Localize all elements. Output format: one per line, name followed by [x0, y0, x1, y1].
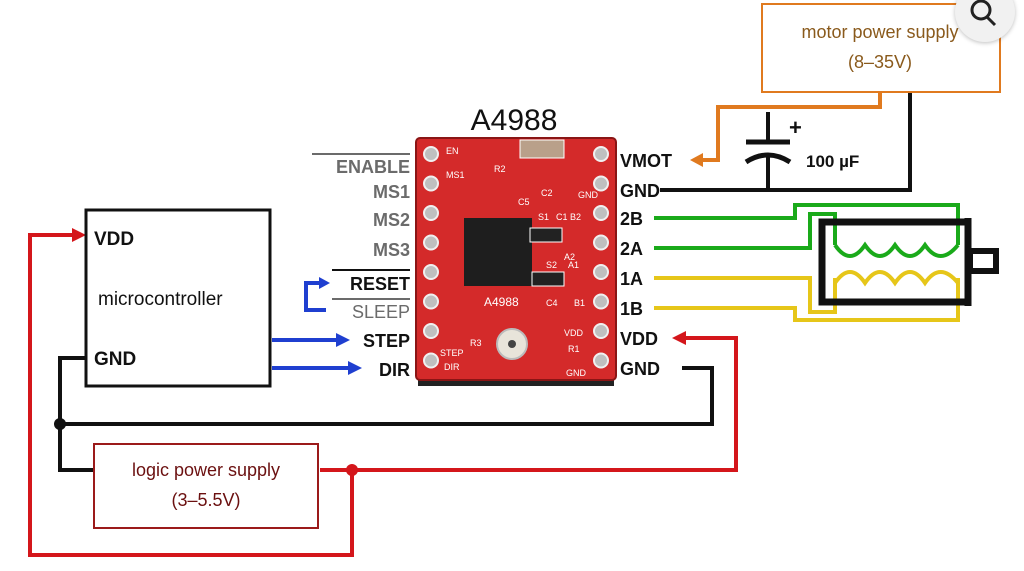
left-pin-header: [423, 146, 439, 369]
ground-junction: [54, 418, 66, 430]
ground-wire-main: [58, 356, 714, 426]
potentiometer-center: [508, 340, 516, 348]
vdd-arrow: [672, 331, 686, 345]
reset-sleep-jumper: [304, 281, 326, 312]
silk-r3: R3: [470, 338, 482, 348]
silk-c5: C5: [518, 197, 530, 207]
silk-r2: R2: [494, 164, 506, 174]
pin-enable-pad: [423, 146, 439, 162]
pin-gnd-logic-label: GND: [620, 359, 660, 379]
ground-wire-logic-supply: [58, 424, 94, 472]
silk-step: STEP: [440, 348, 464, 358]
silk-b2: B2: [570, 212, 581, 222]
motor-supply-range: (8–35V): [848, 52, 912, 72]
motor-body: [818, 218, 835, 306]
capacitor-plate-negative: [744, 152, 792, 165]
silk-s1: S1: [538, 212, 549, 222]
motor-supply-label: motor power supply: [801, 22, 958, 42]
silk-vdd: VDD: [564, 328, 584, 338]
pin-reset-label: RESET: [350, 274, 410, 294]
chip: [464, 218, 532, 286]
pin-ms2-label: MS2: [373, 210, 410, 230]
pin-gnd-pad: [593, 175, 609, 192]
coil-b-winding: [833, 241, 960, 258]
pin-vdd-pad: [593, 323, 609, 339]
pin-ms2-pad: [423, 205, 439, 221]
step-arrow: [336, 333, 350, 347]
mcu-vdd-arrow: [72, 228, 86, 242]
silk-en: EN: [446, 146, 459, 156]
logic-supply-box: [93, 443, 319, 529]
pin-ms3-pad: [423, 234, 439, 251]
pin-vdd-label: VDD: [620, 329, 658, 349]
pin-ms1-pad: [423, 175, 439, 192]
coil-b-wire-2b: [654, 203, 960, 245]
pin-2b-label: 2B: [620, 209, 643, 229]
pin-ms3-label: MS3: [373, 240, 410, 260]
reset-arrow: [319, 277, 330, 289]
dir-arrow: [348, 361, 362, 375]
sense-resistor-1: [529, 227, 563, 243]
mcu-label: microcontroller: [98, 289, 223, 310]
motor-power-wire: [698, 92, 882, 162]
right-pin-header: [593, 146, 609, 369]
pin-gnd-pad: [593, 352, 609, 369]
pin-1a-label: 1A: [620, 269, 643, 289]
pin-dir-label: DIR: [379, 360, 410, 380]
pin-dir-pad: [423, 352, 439, 369]
mcu-gnd-label: GND: [94, 349, 136, 370]
silk-c4: C4: [546, 298, 558, 308]
sense-resistor-2: [531, 271, 565, 287]
driver-title: A4988: [471, 104, 558, 137]
silk-dir: DIR: [444, 362, 460, 372]
silk-r1: R1: [568, 344, 580, 354]
logic-power-junction: [346, 464, 358, 476]
silk-gnd-bottom: GND: [566, 368, 587, 378]
silk-s2: S2: [546, 260, 557, 270]
pin-1b-label: 1B: [620, 299, 643, 319]
coil-a-winding: [833, 270, 960, 287]
chip-silkscreen: A4988: [484, 295, 519, 309]
capacitor-polarity: +: [789, 115, 802, 140]
microcontroller-box: [84, 208, 272, 388]
silk-a1: A1: [568, 260, 579, 270]
pin-gnd-motor-label: GND: [620, 181, 660, 201]
pin-2a-label: 2A: [620, 239, 643, 259]
capacitor-smd: [519, 139, 565, 159]
pin-step-label: STEP: [363, 331, 410, 351]
silk-gnd-top: GND: [578, 190, 599, 200]
pin-ms1-label: MS1: [373, 182, 410, 202]
pin-1a-pad: [593, 264, 609, 280]
silk-ms1: MS1: [446, 170, 465, 180]
pin-vmot-pad: [593, 146, 609, 162]
capacitor-value: 100 µF: [806, 152, 859, 171]
silk-a2: A2: [564, 252, 575, 262]
pin-enable-label: ENABLE: [336, 157, 410, 177]
pin-1b-pad: [593, 293, 609, 310]
logic-supply-label: logic power supply: [132, 460, 280, 480]
vmot-arrow: [690, 153, 703, 167]
mcu-vdd-label: VDD: [94, 229, 134, 250]
pin-vmot-label: VMOT: [620, 151, 672, 171]
silk-c1: C1: [556, 212, 568, 222]
pin-sleep-pad: [423, 293, 439, 310]
logic-power-wire-driver: [320, 336, 738, 472]
motor-ground-wire: [660, 92, 912, 192]
zoom-button[interactable]: [955, 0, 1015, 42]
pin-reset-pad: [423, 264, 439, 280]
pin-sleep-label: SLEEP: [352, 302, 410, 322]
logic-supply-range: (3–5.5V): [171, 490, 240, 510]
pin-2a-pad: [593, 234, 609, 251]
pin-step-pad: [423, 323, 439, 339]
silk-b1: B1: [574, 298, 585, 308]
logic-power-wire-mcu: [28, 233, 354, 557]
magnifier-icon: [970, 0, 997, 27]
pin-2b-pad: [593, 205, 609, 221]
motor-shaft: [967, 248, 999, 274]
coil-a-wire-1b: [654, 278, 960, 322]
silk-c2: C2: [541, 188, 553, 198]
